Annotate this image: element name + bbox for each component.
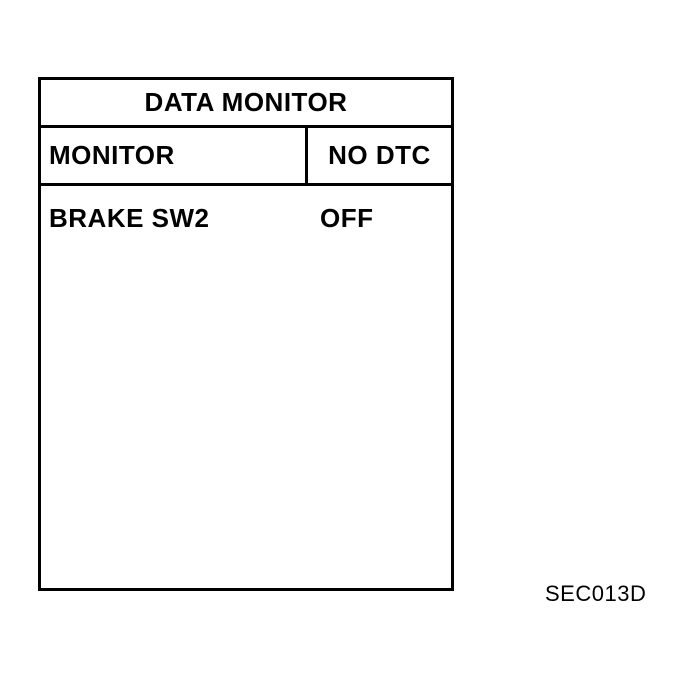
monitor-item-list: BRAKE SW2 OFF xyxy=(41,186,451,588)
screen-title: DATA MONITOR xyxy=(144,87,348,117)
monitor-item-value: OFF xyxy=(320,203,374,233)
dtc-status-label: NO DTC xyxy=(328,140,431,170)
monitor-item-row: BRAKE SW2 OFF xyxy=(41,198,451,238)
screen-title-bar: DATA MONITOR xyxy=(41,80,451,128)
monitor-item-name: BRAKE SW2 xyxy=(49,203,210,233)
figure-code: SEC013D xyxy=(545,581,647,606)
monitor-column-header-cell: MONITOR xyxy=(41,128,308,183)
dtc-status-header-cell: NO DTC xyxy=(308,128,451,183)
data-monitor-screen: DATA MONITOR MONITOR NO DTC BRAKE SW2 OF… xyxy=(38,77,454,591)
monitor-header-row: MONITOR NO DTC xyxy=(41,128,451,186)
monitor-column-header-label: MONITOR xyxy=(49,140,175,170)
